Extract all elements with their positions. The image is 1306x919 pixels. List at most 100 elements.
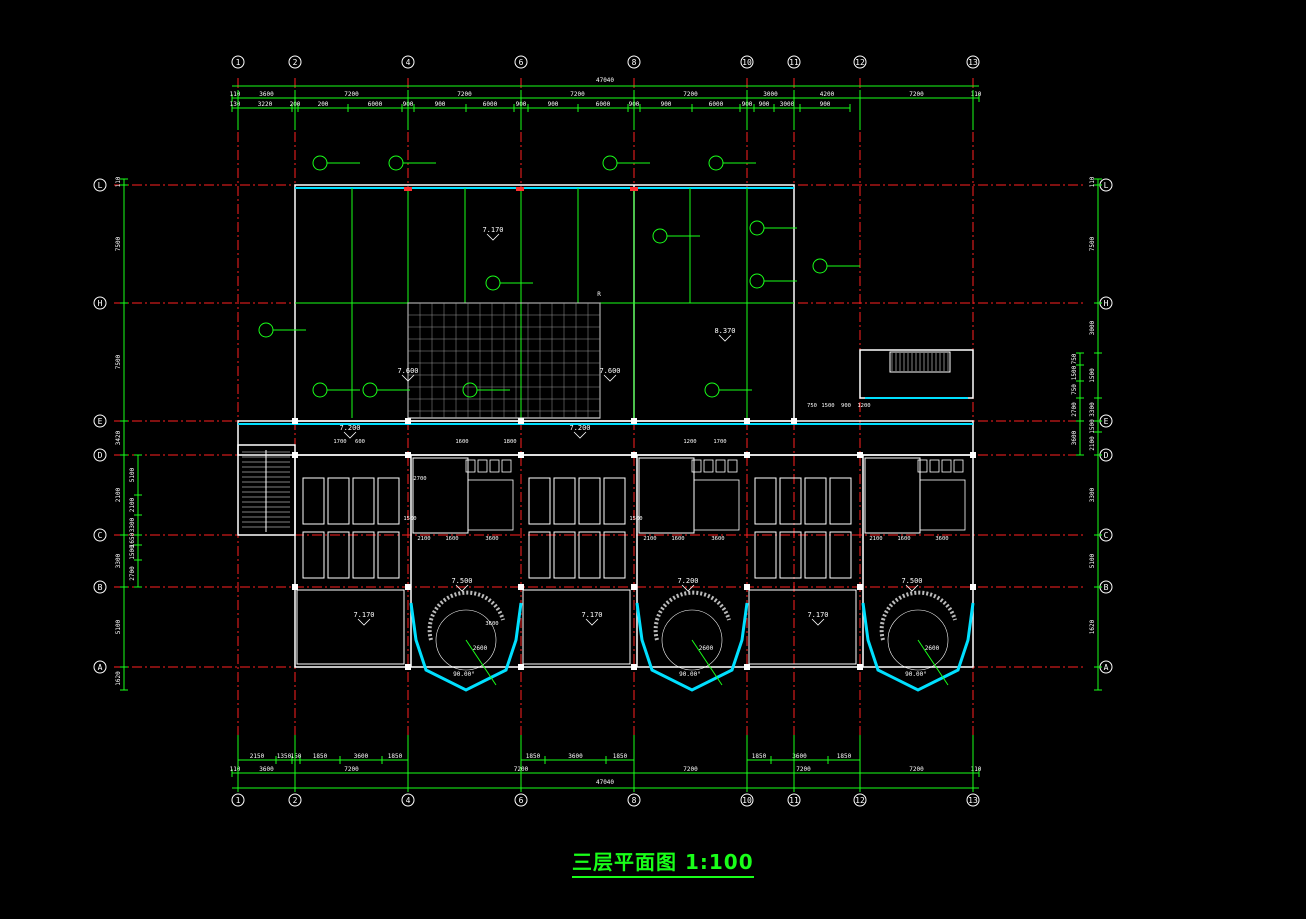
stair-right-flight bbox=[889, 351, 951, 373]
dim-left-label: 1620 bbox=[115, 671, 122, 686]
dim-top-row1-label: 7200 bbox=[683, 91, 698, 98]
dim-bottom-row1b-label: 1850 bbox=[526, 753, 541, 760]
dim-bottom-row1-label: 1850 bbox=[313, 753, 328, 760]
dim-top-row2-label: 3220 bbox=[258, 101, 273, 108]
column bbox=[518, 418, 524, 424]
axis-label: 8 bbox=[632, 796, 637, 805]
dim-left-label: 3300 bbox=[115, 553, 122, 568]
column bbox=[405, 452, 411, 458]
axis-bubble bbox=[787, 793, 801, 807]
toilet-stall bbox=[489, 459, 500, 473]
room-dim-label: 1500 bbox=[403, 516, 416, 522]
column bbox=[744, 584, 750, 590]
washroom bbox=[693, 479, 740, 531]
axis-label: C bbox=[1104, 531, 1109, 540]
dim-right-label: 3300 bbox=[1089, 402, 1096, 417]
room-dim-label: 1600 bbox=[897, 536, 910, 542]
detail-tag: 90.00° bbox=[679, 671, 701, 678]
room-dim-label: 2100 bbox=[869, 536, 882, 542]
room-dim-label: 1500 bbox=[629, 516, 642, 522]
dim-bottom-row2-label: 110 bbox=[971, 766, 982, 773]
elevation-symbol bbox=[585, 618, 599, 626]
axis-label: 2 bbox=[293, 58, 298, 67]
column bbox=[405, 664, 411, 670]
room-dim-label: 1200 bbox=[683, 439, 696, 445]
desk-row bbox=[553, 477, 576, 525]
elevation-label: 7.600 bbox=[599, 367, 620, 375]
detail-index-circle bbox=[258, 322, 274, 338]
axis-bubble bbox=[966, 793, 980, 807]
dim-bottom-row1b-label: 1850 bbox=[613, 753, 628, 760]
detail-tag: 2600 bbox=[925, 645, 940, 652]
radius-leader bbox=[917, 639, 949, 686]
elevation-symbol bbox=[905, 584, 919, 592]
elevation-label: 7.170 bbox=[807, 611, 828, 619]
axis-bubble bbox=[853, 55, 867, 69]
axis-bubble bbox=[93, 528, 107, 542]
desk-row bbox=[377, 531, 400, 579]
toilet-stall bbox=[715, 459, 726, 473]
toilet-stall bbox=[691, 459, 702, 473]
toilet-room bbox=[638, 457, 695, 534]
column bbox=[744, 418, 750, 424]
column bbox=[857, 584, 863, 590]
elevation-symbol bbox=[603, 374, 617, 382]
room-dim-label: 1700 bbox=[333, 439, 346, 445]
dim-top-row1-label: 110 bbox=[971, 91, 982, 98]
dim-bottom-row2-label: 3600 bbox=[259, 766, 274, 773]
axis-bubble bbox=[288, 55, 302, 69]
detail-index-circle bbox=[362, 382, 378, 398]
column bbox=[405, 418, 411, 424]
bay-window bbox=[861, 602, 975, 692]
column bbox=[744, 452, 750, 458]
dim-top-row1-label: 110 bbox=[230, 91, 241, 98]
axis-label: D bbox=[98, 451, 103, 460]
room-dim-label: 2100 bbox=[643, 536, 656, 542]
desk-row bbox=[603, 531, 626, 579]
detail-index-circle bbox=[812, 258, 828, 274]
desk-row bbox=[804, 531, 827, 579]
detail-tag: 2600 bbox=[473, 645, 488, 652]
toilet-stall bbox=[465, 459, 476, 473]
dim-top-row2-label: 200 bbox=[318, 101, 329, 108]
dim-right-label: 5100 bbox=[1089, 553, 1096, 568]
room-dim-label: 1600 bbox=[455, 439, 468, 445]
room-dim-label: 2700 bbox=[413, 476, 426, 482]
dim-bottom-row1b-label: 3600 bbox=[568, 753, 583, 760]
axis-bubble bbox=[401, 793, 415, 807]
axis-bubble bbox=[740, 55, 754, 69]
dim-right-label: 3000 bbox=[1089, 320, 1096, 335]
axis-label: 1 bbox=[236, 58, 241, 67]
washroom bbox=[467, 479, 514, 531]
toilet-stall bbox=[727, 459, 738, 473]
dim-bottom-row1-label: 2150 bbox=[250, 753, 265, 760]
column bbox=[405, 584, 411, 590]
room-dim-label: 1800 bbox=[503, 439, 516, 445]
dim-top-total: 47040 bbox=[596, 77, 614, 84]
toilet-stall bbox=[941, 459, 952, 473]
dim-top-row2-label: 130 bbox=[230, 101, 241, 108]
axis-label: 10 bbox=[742, 58, 752, 67]
detail-tag: 90.00° bbox=[453, 671, 475, 678]
axis-bubble bbox=[740, 793, 754, 807]
axis-label: E bbox=[1104, 417, 1109, 426]
detail-index-circle bbox=[602, 155, 618, 171]
dim-left-label: 110 bbox=[115, 176, 122, 187]
axis-bubble bbox=[93, 448, 107, 462]
axis-bubble bbox=[787, 55, 801, 69]
axis-label: 13 bbox=[968, 796, 978, 805]
detail-index-circle bbox=[652, 228, 668, 244]
desk-row bbox=[754, 531, 777, 579]
toilet-stall bbox=[917, 459, 928, 473]
axis-label: B bbox=[98, 583, 103, 592]
dim-top-row2-label: 900 bbox=[820, 101, 831, 108]
toilet-stall bbox=[477, 459, 488, 473]
desk-row bbox=[352, 531, 375, 579]
desk-row bbox=[829, 477, 852, 525]
dim-right-inner-label: 750 bbox=[1071, 353, 1078, 364]
axis-label: 6 bbox=[519, 796, 524, 805]
dim-right-inner-label: 2700 bbox=[1071, 402, 1078, 417]
dim-left-inner-label: 5100 bbox=[129, 467, 136, 482]
desk-row bbox=[528, 477, 551, 525]
elevation-label: 7.200 bbox=[339, 424, 360, 432]
